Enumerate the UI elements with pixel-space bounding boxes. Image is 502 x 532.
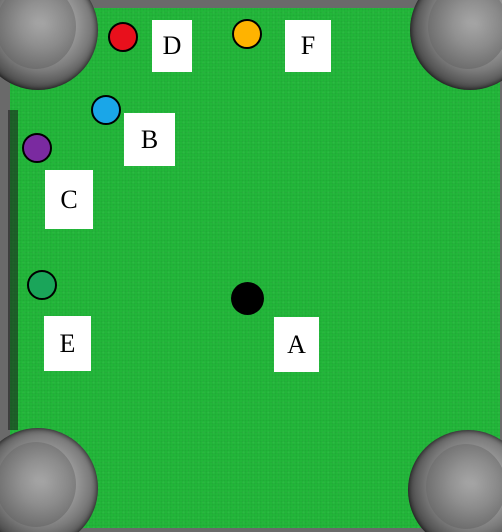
pocket-bottom-left-inner (0, 442, 76, 527)
ball-b[interactable] (91, 95, 121, 125)
label-a: A (274, 317, 319, 372)
pocket-bottom-right-inner (426, 444, 502, 529)
ball-c[interactable] (22, 133, 52, 163)
pocket-top-left-inner (0, 0, 76, 69)
label-c: C (45, 170, 93, 229)
pocket-top-right-inner (428, 0, 502, 69)
label-e: E (44, 316, 91, 371)
label-d: D (152, 20, 192, 72)
ball-a[interactable] (231, 282, 264, 315)
label-f: F (285, 20, 331, 72)
ball-f[interactable] (232, 19, 262, 49)
label-b: B (124, 113, 175, 166)
ball-d[interactable] (108, 22, 138, 52)
left-cushion-shadow (8, 110, 18, 430)
ball-e[interactable] (27, 270, 57, 300)
